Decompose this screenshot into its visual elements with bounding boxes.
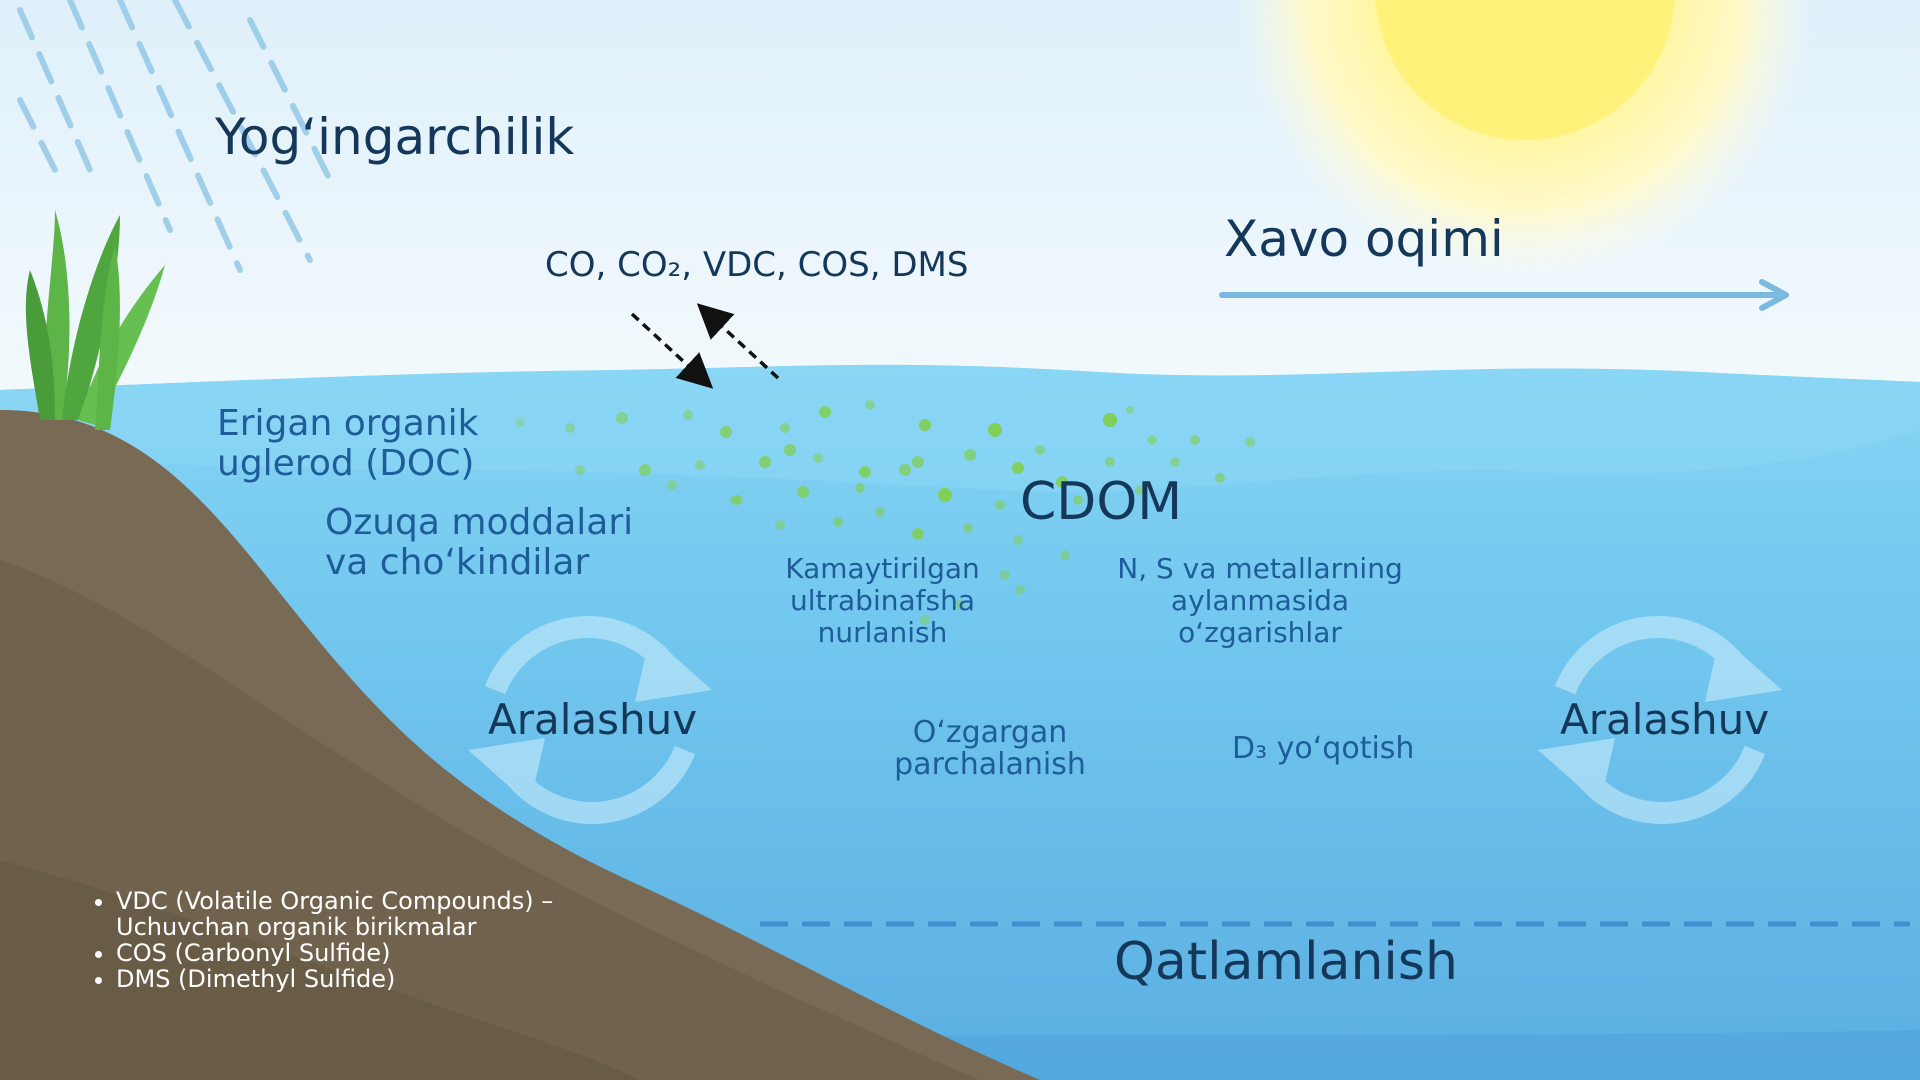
label-degradation: O‘zgargan parchalanish [870,717,1110,781]
label-nutrients-line-1: Ozuqa moddalari [325,502,634,543]
sun-icon [1235,0,1815,280]
label-precipitation: Yog‘ingarchilik [215,108,575,166]
cdom-particle [1035,445,1045,455]
cdom-particle [865,400,875,410]
cdom-particle [833,517,843,527]
label-uv-line-1: Kamaytirilgan [785,552,980,585]
label-uv: Kamaytirilgan ultrabinafsha nurlanish [755,553,1010,649]
cdom-particle [1073,495,1083,505]
label-uv-line-2: ultrabinafsha [790,584,975,617]
rain-icon [17,0,333,273]
label-cycles: N, S va metallarning aylanmasida o‘zgari… [1100,553,1420,649]
label-air-flow: Xavo oqimi [1224,210,1504,268]
mixing-cycle-icon [468,616,712,824]
label-mixing-right: Aralashuv [1560,695,1770,744]
label-gases: CO, CO₂, VDC, COS, DMS [545,245,969,285]
arrow-right-icon [1219,279,1789,311]
cdom-particle [683,410,693,420]
cdom-particle [1215,473,1225,483]
cdom-particle [855,483,865,493]
water-surface-band [0,364,1920,493]
legend-item-vdc-line-1: VDC (Volatile Organic Compounds) – [116,887,554,915]
cdom-particle [1012,462,1024,474]
cdom-particle [1013,535,1023,545]
legend-item-cos-line-1: COS (Carbonyl Sulfide) [116,939,391,967]
cdom-particle [955,600,965,610]
legend-item-dms: DMS (Dimethyl Sulfide) [116,966,553,992]
abbreviations-legend: VDC (Volatile Organic Compounds) – Uchuv… [92,888,553,992]
cdom-particle [919,419,931,431]
cdom-particle [988,423,1002,437]
cdom-particle [819,406,831,418]
plant-icon [25,210,165,430]
cdom-particle [920,615,930,625]
label-cycles-line-2: aylanmasida [1170,584,1350,617]
cdom-particle [797,486,809,498]
cdom-particle [515,417,525,427]
cdom-particle [575,465,585,475]
label-nutrients: Ozuqa moddalari va cho‘kindilar [325,503,633,583]
cdom-particle [1135,485,1145,495]
label-stratification: Qatlamlanish [1114,932,1458,992]
cdom-particle [759,456,771,468]
cdom-particle [730,495,740,505]
label-degradation-line-2: parchalanish [894,747,1086,782]
legend-item-cos: COS (Carbonyl Sulfide) [116,940,553,966]
cdom-particle [1103,413,1117,427]
cdom-particle [1056,476,1068,488]
label-doc-line-2: uglerod (DOC) [217,443,475,484]
label-mixing-left: Aralashuv [488,695,698,744]
cdom-particle [995,500,1005,510]
cdom-particle [784,444,796,456]
label-cycles-line-3: o‘zgarishlar [1178,616,1342,649]
cdom-particle [565,423,575,433]
cdom-particle [912,528,924,540]
exchange-arrows-icon [630,303,780,389]
cdom-particle [1245,437,1255,447]
cdom-particle [775,520,785,530]
cdom-particle [1105,457,1115,467]
legend-item-vdc: VDC (Volatile Organic Compounds) – Uchuv… [116,888,553,940]
cdom-particle [938,488,952,502]
cdom-particle [695,460,705,470]
label-nutrients-line-2: va cho‘kindilar [325,542,590,583]
cdom-particle [963,523,973,533]
cdom-particle [1126,406,1134,414]
label-d3-loss: D₃ yo‘qotish [1232,731,1415,766]
cdom-particle [720,426,732,438]
particles-icon [515,400,1255,625]
label-cdom: CDOM [1020,472,1183,532]
mixing-cycle-icon [1538,616,1782,824]
cdom-particle [875,507,885,517]
cdom-particle [859,466,871,478]
legend-item-dms-line-1: DMS (Dimethyl Sulfide) [116,965,396,993]
cdom-particle [1170,457,1180,467]
cdom-particle [1190,435,1200,445]
cdom-particle [912,456,924,468]
label-degradation-line-1: O‘zgargan [912,715,1068,750]
cdom-particle [1015,585,1025,595]
cdom-particle [780,423,790,433]
legend-item-vdc-line-2: Uchuvchan organik birikmalar [116,913,477,941]
cdom-particle [964,449,976,461]
cdom-particle [1147,435,1157,445]
label-cycles-line-1: N, S va metallarning [1117,552,1403,585]
cdom-particle [899,464,911,476]
label-uv-line-3: nurlanish [817,616,948,649]
soil-shading-2 [0,860,640,1080]
label-doc: Erigan organik uglerod (DOC) [217,404,479,484]
cdom-particle [639,464,651,476]
label-doc-line-1: Erigan organik [217,403,479,444]
cdom-particle [1000,570,1010,580]
cdom-particle [813,453,823,463]
cdom-particle [616,412,628,424]
cdom-particle [1060,550,1070,560]
cdom-particle [667,480,677,490]
